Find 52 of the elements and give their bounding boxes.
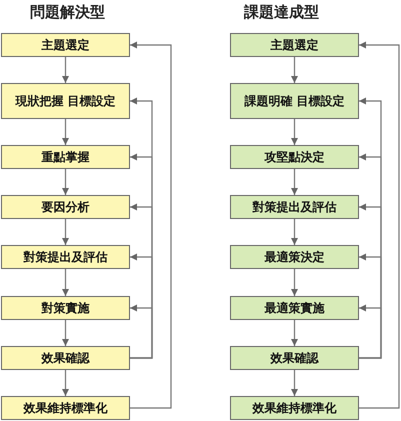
process-box [230,33,359,57]
step-label: 對策提出及評估 [24,250,108,264]
arrow [291,370,298,396]
arrow [359,42,400,409]
step-label: 最適策決定 [264,250,324,264]
step-label: 對策實施 [42,300,90,316]
arrow [62,219,69,245]
arrow [130,304,153,359]
process-box [1,195,130,219]
process-box [1,33,130,57]
step-label: 效果確認 [42,350,90,366]
step-label: 效果維持標準化 [24,400,108,416]
step-label: 主題選定 [42,38,90,52]
column-heading: 課題達成型 [244,3,319,22]
arrow [62,57,69,83]
arrow [130,42,172,409]
arrow [62,119,69,145]
arrow [359,304,382,359]
arrow [62,320,69,346]
process-box [1,346,130,370]
process-box [230,296,359,320]
arrow [291,219,298,245]
process-box [230,245,359,269]
step-label: 攻堅點決定 [264,150,324,164]
step-label: 效果確認 [270,350,318,366]
process-box [230,346,359,370]
step-label: 課題明確 目標設定 [244,94,345,108]
process-box [1,145,130,169]
process-box [1,396,130,420]
arrow [62,370,69,396]
step-label: 現狀把握 目標設定 [15,94,116,108]
process-box [230,145,359,169]
step-label: 效果維持標準化 [252,400,336,416]
process-box [1,83,130,119]
arrow [291,119,298,145]
process-box [230,83,359,119]
step-label: 對策提出及評估 [252,200,336,214]
arrow [291,320,298,346]
step-label: 要因分析 [42,200,90,214]
arrow [291,169,298,195]
process-box [1,296,130,320]
process-box [1,245,130,269]
arrow [62,269,69,296]
arrow [291,57,298,83]
process-box [230,195,359,219]
process-box [230,396,359,420]
step-label: 主題選定 [270,38,318,52]
step-label: 重點掌握 [42,150,90,164]
step-label: 最適策實施 [264,300,324,316]
column-heading: 問題解決型 [30,3,105,22]
arrow [291,269,298,296]
arrow [62,169,69,195]
